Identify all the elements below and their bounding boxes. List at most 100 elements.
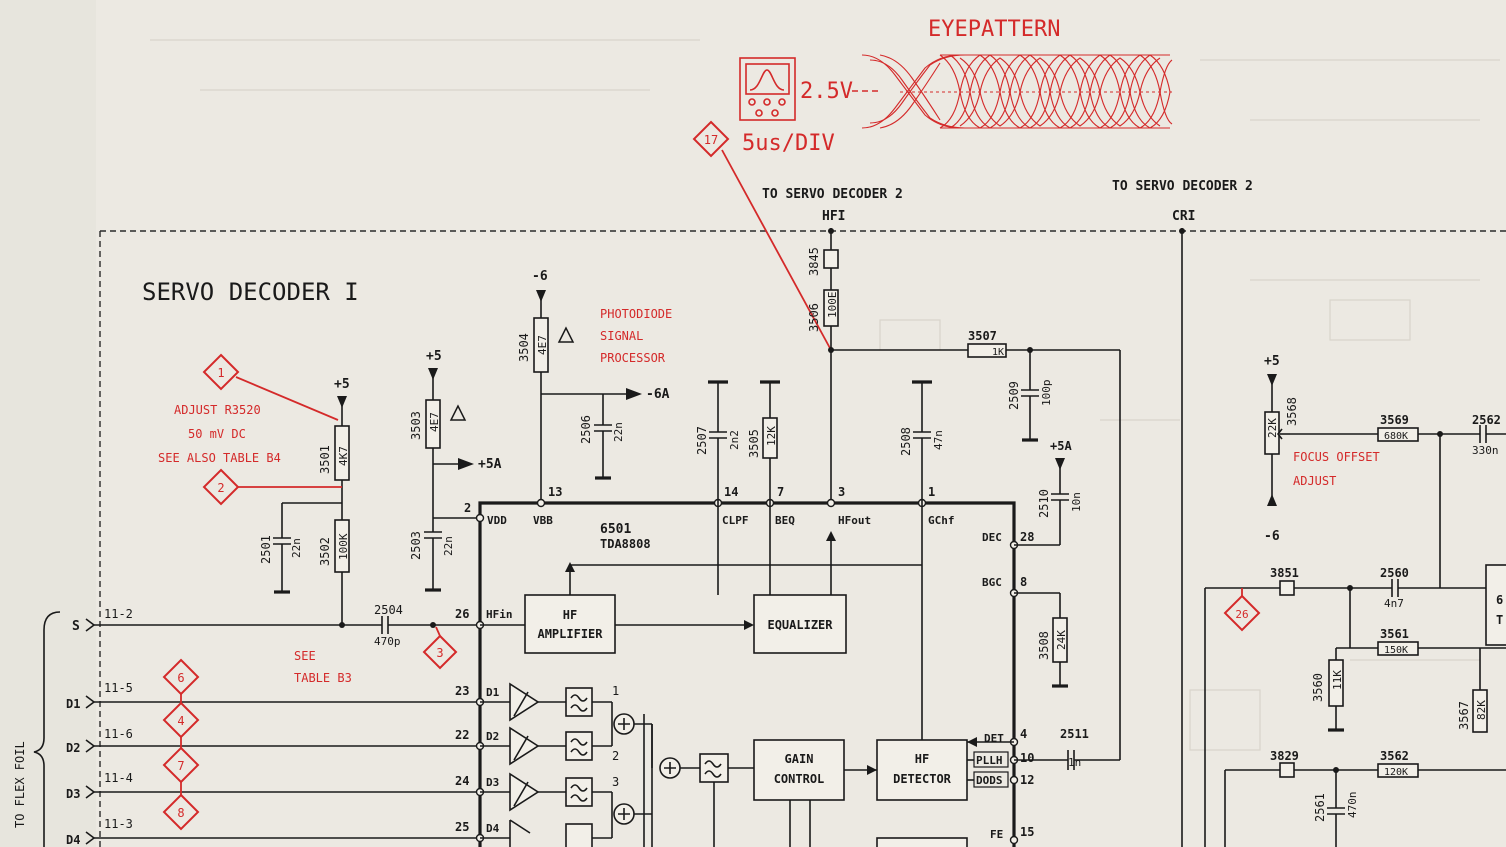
svg-text:AMPLIFIER: AMPLIFIER — [537, 627, 603, 641]
marker-7: 7 — [162, 746, 200, 784]
svg-text:D1: D1 — [486, 686, 500, 699]
svg-text:100p: 100p — [1040, 380, 1053, 407]
svg-text:6: 6 — [177, 671, 184, 685]
svg-text:22: 22 — [455, 728, 469, 742]
svg-text:7: 7 — [777, 485, 784, 499]
svg-text:3562: 3562 — [1380, 749, 1409, 763]
svg-text:D3: D3 — [66, 787, 80, 801]
svg-text:2510: 2510 — [1037, 489, 1051, 518]
svg-text:330n: 330n — [1472, 444, 1499, 457]
svg-text:1K: 1K — [992, 347, 1004, 358]
resistor-3504 — [533, 317, 549, 373]
svg-text:470n: 470n — [1346, 792, 1359, 819]
svg-text:VBB: VBB — [533, 514, 553, 527]
svg-text:7: 7 — [177, 759, 184, 773]
svg-text:8: 8 — [177, 806, 184, 820]
cri-label: CRI — [1172, 209, 1195, 224]
svg-text:HFin: HFin — [486, 608, 513, 621]
svg-text:4K7: 4K7 — [337, 446, 350, 466]
svg-text:2561: 2561 — [1313, 793, 1327, 822]
svg-text:+5: +5 — [426, 349, 442, 364]
svg-text:470p: 470p — [374, 635, 401, 648]
eyepattern-volts: 2.5V — [800, 79, 853, 104]
warning-icon — [557, 326, 575, 343]
svg-text:120K: 120K — [1384, 767, 1408, 778]
svg-text:1: 1 — [612, 684, 619, 698]
svg-text:2508: 2508 — [899, 427, 913, 456]
svg-text:-6: -6 — [532, 269, 548, 284]
block-gain-control: GAIN CONTROL — [753, 739, 845, 801]
svg-text:2: 2 — [217, 481, 224, 495]
svg-text:2507: 2507 — [695, 426, 709, 455]
svg-text:12: 12 — [1020, 773, 1034, 787]
svg-text:22n: 22n — [290, 538, 303, 558]
photodiode-label: PHOTODIODE SIGNAL PROCESSOR — [600, 307, 672, 365]
svg-text:PHOTODIODE: PHOTODIODE — [600, 307, 672, 321]
svg-text:47n: 47n — [932, 430, 945, 450]
svg-text:3829: 3829 — [1270, 749, 1299, 763]
svg-text:13: 13 — [548, 485, 562, 499]
eye-waveform — [861, 54, 1173, 129]
svg-text:6: 6 — [1496, 593, 1503, 607]
svg-text:FE: FE — [990, 828, 1003, 841]
resistor-3506 — [823, 289, 839, 327]
svg-text:22n: 22n — [442, 536, 455, 556]
ic-right-pins: DEC 28 BGC 8 DET 4 PLLH 10 DODS 12 FE 15 — [973, 530, 1034, 845]
ic-top-pins: 2 VDD 13 VBB 14 CLPF 7 BEQ 3 HFout 1 GCh… — [464, 485, 955, 527]
svg-text:+5: +5 — [1264, 354, 1280, 369]
svg-text:82K: 82K — [1475, 700, 1488, 720]
svg-text:SEE: SEE — [294, 649, 316, 663]
svg-text:2506: 2506 — [579, 415, 593, 444]
svg-text:BEQ: BEQ — [775, 514, 795, 527]
svg-text:3501: 3501 — [318, 445, 332, 474]
eyepattern-time: 5us/DIV — [742, 131, 835, 156]
svg-text:2504: 2504 — [374, 603, 403, 617]
svg-text:3561: 3561 — [1380, 627, 1409, 641]
svg-text:3: 3 — [612, 775, 619, 789]
svg-text:11-5: 11-5 — [104, 681, 133, 695]
svg-text:22K: 22K — [1266, 418, 1279, 438]
ic-left-pins: 26 HFin 23 D1 22 D2 24 D3 25 D4 — [455, 607, 513, 843]
svg-text:T: T — [1496, 613, 1503, 627]
svg-text:23: 23 — [455, 684, 469, 698]
svg-text:11-6: 11-6 — [104, 727, 133, 741]
svg-text:4: 4 — [1020, 727, 1027, 741]
svg-text:PLLH: PLLH — [976, 754, 1003, 767]
svg-text:2562: 2562 — [1472, 413, 1501, 427]
svg-text:TDA8808: TDA8808 — [600, 537, 651, 551]
eyepattern-label: EYEPATTERN — [928, 17, 1060, 42]
svg-text:17: 17 — [704, 133, 718, 147]
resistor-3503 — [425, 399, 441, 449]
svg-text:TABLE B3: TABLE B3 — [294, 671, 352, 685]
svg-text:2: 2 — [612, 749, 619, 763]
svg-text:EQUALIZER: EQUALIZER — [767, 618, 833, 632]
svg-text:D2: D2 — [486, 730, 499, 743]
svg-text:+5: +5 — [334, 377, 350, 392]
svg-text:680K: 680K — [1384, 431, 1408, 442]
svg-text:FOCUS OFFSET: FOCUS OFFSET — [1293, 450, 1380, 464]
svg-text:ADJUST R3520: ADJUST R3520 — [174, 403, 261, 417]
svg-text:3505: 3505 — [747, 429, 761, 458]
svg-text:11K: 11K — [1331, 670, 1344, 690]
marker-6: 6 — [162, 658, 200, 696]
block-hf-amplifier: HF AMPLIFIER — [524, 594, 616, 654]
svg-text:22n: 22n — [612, 422, 625, 442]
resistor-3505-group: 3505 12K — [747, 380, 780, 503]
svg-text:DETECTOR: DETECTOR — [893, 772, 952, 786]
svg-text:28: 28 — [1020, 530, 1034, 544]
eyepattern-annotation: EYEPATTERN 2.5V 5us/DIV — [739, 17, 1173, 156]
svg-text:BGC: BGC — [982, 576, 1002, 589]
svg-text:DODS: DODS — [976, 774, 1003, 787]
marker-3: 3 — [422, 626, 458, 670]
svg-text:HF: HF — [563, 608, 577, 622]
svg-text:1n: 1n — [1068, 756, 1081, 769]
svg-text:150K: 150K — [1384, 645, 1408, 656]
svg-text:3504: 3504 — [517, 333, 531, 362]
svg-text:SIGNAL: SIGNAL — [600, 329, 643, 343]
adjust-annotation: 1 ADJUST R3520 50 mV DC SEE ALSO TABLE B… — [158, 353, 342, 506]
svg-text:S: S — [72, 619, 80, 634]
cap-2508: 2508 47n — [899, 380, 945, 503]
svg-text:3567: 3567 — [1457, 701, 1471, 730]
